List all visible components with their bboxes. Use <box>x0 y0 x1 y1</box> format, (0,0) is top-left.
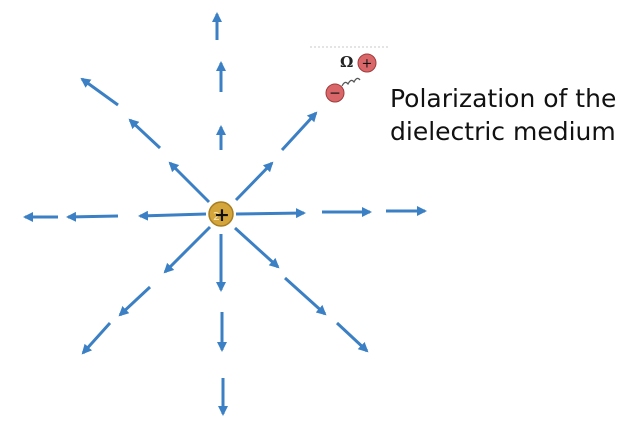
dipole-positive-charge <box>357 53 377 73</box>
dipole-negative-sign: − <box>329 86 341 102</box>
field-arrow <box>234 161 274 202</box>
dipole-spring <box>341 77 361 87</box>
caption-line-2: dielectric medium <box>390 117 616 146</box>
field-arrow <box>81 321 112 355</box>
dipole-positive-sign: + <box>362 57 373 72</box>
field-lines <box>23 12 427 416</box>
field-arrow <box>335 321 369 353</box>
field-arrow <box>163 225 212 274</box>
central-charge-sign: + <box>214 204 230 226</box>
field-arrow <box>168 161 211 204</box>
field-arrow <box>235 208 306 219</box>
caption: Polarization of the dielectric medium <box>390 82 616 148</box>
field-arrow <box>66 211 119 222</box>
field-arrow <box>138 210 207 221</box>
field-arrow <box>118 285 152 317</box>
field-arrow <box>233 226 280 269</box>
central-charge-label: 2 <box>213 210 220 223</box>
caption-line-1: Polarization of the <box>390 84 617 113</box>
dipole: Ω + − <box>310 46 390 103</box>
field-arrow <box>280 111 318 152</box>
omega-label: Ω <box>340 53 353 71</box>
field-arrow <box>283 276 327 316</box>
dipole-negative-charge <box>325 83 345 103</box>
field-arrow <box>128 118 162 150</box>
central-charge: 2 + <box>208 201 234 227</box>
central-charge-circle <box>208 201 234 227</box>
field-arrow <box>80 77 119 107</box>
